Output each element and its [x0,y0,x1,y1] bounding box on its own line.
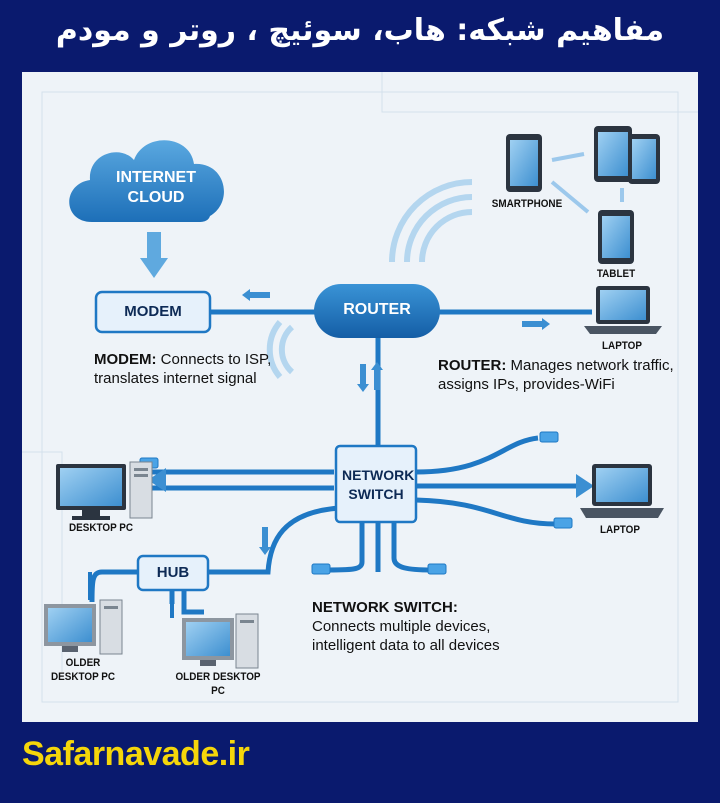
internet-cloud-label: INTERNET CLOUD [116,169,196,206]
router-description-title: ROUTER: [438,357,507,374]
switch-description: NETWORK SWITCH: Connects multiple device… [312,598,542,655]
brand-watermark: Safarnavade.ir [14,730,258,778]
router-description-text: Manages network traffic, assigns IPs, pr… [438,357,674,393]
internet-cloud-icon [69,140,224,222]
background-grid [22,72,698,703]
desktop-pc-icon [56,461,153,520]
modem-description-text: Connects to ISP, translates internet sig… [94,351,272,387]
hub-label: HUB [156,564,190,581]
direction-arrows [148,289,594,555]
tablet-group-icon [594,126,660,184]
router-description: ROUTER: Manages network traffic, assigns… [438,356,678,394]
tablet-label: TABLET [596,268,636,280]
older-desktop-pc-label: OLDER DESKTOP PC [175,671,261,697]
modem-box [94,290,212,334]
router-label: ROUTER [343,301,411,318]
hub-box [136,554,210,592]
smartphone-label: SMARTPHONE [491,198,563,210]
laptop-label: LAPTOP [602,340,642,352]
router-capsule [314,284,440,338]
laptop-icon [584,286,662,334]
laptop-label: LAPTOP [600,524,640,536]
smartphone-icon [506,134,542,192]
switch-box [334,444,418,524]
device-arrows [550,152,624,214]
wifi-waves-icon [266,179,473,379]
tablet-icon [598,210,634,264]
laptop-icon [580,464,664,518]
older-desktop-pc-icon [182,613,259,669]
switch-description-title: NETWORK SWITCH: [312,599,458,616]
modem-description-title: MODEM: [94,351,157,368]
page-title: مفاهیم شبکه: هاب، سوئیچ ، روتر و مودم [55,13,665,48]
diagram-panel: INTERNET CLOUD MODEM ROUTER NETWORK SWIT… [22,72,698,722]
modem-description: MODEM: Connects to ISP, translates inter… [94,350,314,388]
network-diagram [22,72,698,703]
network-switch-label: NETWORK SWITCH [342,467,415,502]
older-desktop-pc-label: OLDER DESKTOP PC [50,657,116,683]
desktop-pc-label: DESKTOP PC [68,522,134,534]
network-links [89,309,592,615]
switch-description-text: Connects multiple devices, intelligent d… [312,618,500,654]
modem-label: MODEM [124,303,182,320]
older-desktop-pc-icon [44,599,123,655]
